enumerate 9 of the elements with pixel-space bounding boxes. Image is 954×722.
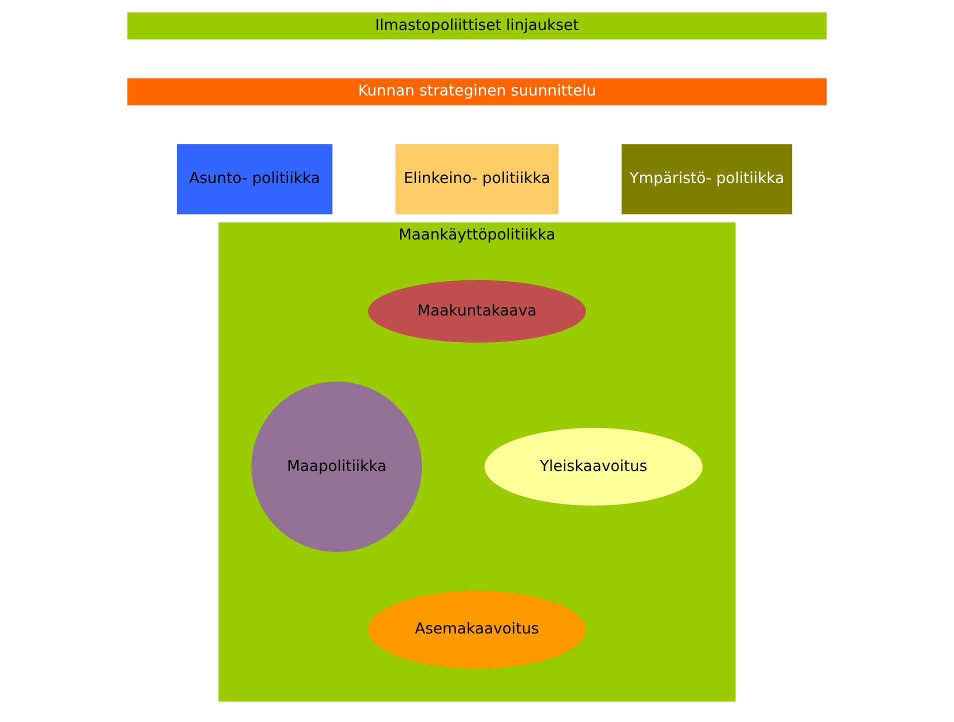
node-box: Kunnan strateginen suunnittelu	[127, 78, 827, 106]
node-box: Elinkeino- politiikka	[396, 144, 558, 214]
node-box: Ympäristö- politiikka	[622, 144, 792, 214]
node-ellipse: Asemakaavoitus	[368, 590, 586, 669]
node-ellipse: Maakuntakaava	[368, 280, 586, 343]
node-circle: Maapolitiikka	[251, 382, 422, 552]
node-box: Asunto- politiikka	[176, 144, 332, 214]
node-ellipse: Yleiskaavoitus	[484, 428, 703, 506]
node-box: Ilmastopoliittiset linjaukset	[127, 12, 827, 40]
